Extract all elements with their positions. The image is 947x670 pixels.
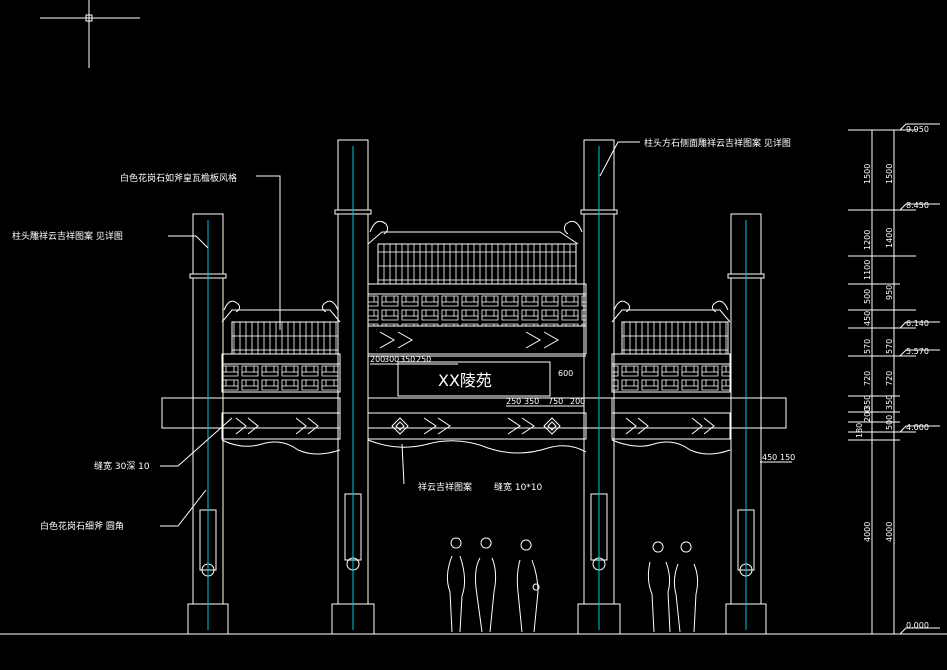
- dim-c1-7: 720: [863, 371, 872, 386]
- auspicious-pattern-note: 祥云吉祥图案: [418, 481, 472, 493]
- right-bay: [611, 300, 787, 455]
- elev-5570: 5.570: [906, 347, 929, 356]
- dim-beam-3: 750: [548, 397, 563, 406]
- dim-c2-3: 950: [885, 285, 894, 300]
- pillar-inner-left: [331, 139, 375, 635]
- elev-9950: 9.950: [906, 125, 929, 134]
- elevation-markers: 9.950 8.450 6.140 5.570 4.000 0.000: [899, 123, 940, 635]
- dim-c2-1: 1500: [885, 164, 894, 184]
- dim-c1-6: 570: [863, 339, 872, 354]
- pillar-top-note: 柱头雕祥云吉祥图案 见详图: [12, 230, 123, 242]
- pillar-outer-right: [725, 213, 767, 635]
- elev-4000: 4.000: [906, 423, 929, 432]
- center-bay: [367, 220, 613, 454]
- dim-plaque-1: 200: [370, 355, 385, 364]
- dim-right-1: 450: [762, 453, 777, 462]
- dim-beam-2: 350: [524, 397, 539, 406]
- dim-c2-7: 500: [885, 415, 894, 430]
- pillar-outer-left: [187, 213, 229, 635]
- elev-6140: 6.140: [906, 319, 929, 328]
- dim-c2-4: 570: [885, 339, 894, 354]
- dim-c1-4: 500: [863, 289, 872, 304]
- elev-8450: 8.450: [906, 201, 929, 210]
- pillar-body-note: 白色花岗石细斧 圆角: [40, 520, 124, 532]
- dim-right-2: 150: [780, 453, 795, 462]
- auspicious-knot-icon: [391, 417, 561, 435]
- dim-c1-1: 1500: [863, 164, 872, 184]
- leader-lines: [160, 141, 640, 527]
- name-plaque: [397, 361, 551, 397]
- pillar-inner-right: [577, 139, 621, 635]
- dim-c1-3: 1100: [863, 260, 872, 280]
- plaque-title: XX陵苑: [438, 371, 492, 390]
- elev-0000: 0.000: [906, 621, 929, 630]
- dim-c2-8: 4000: [885, 522, 894, 542]
- dim-plaque-right: 600: [558, 369, 573, 378]
- dim-c2-5: 720: [885, 371, 894, 386]
- dim-c1-8: 350: [863, 395, 872, 410]
- dim-beam-1: 250: [506, 397, 521, 406]
- dim-c1-2: 1200: [863, 230, 872, 250]
- dim-c2-6: 350: [885, 395, 894, 410]
- dim-c1-10: 180: [855, 423, 864, 438]
- dim-c1-11: 4000: [863, 522, 872, 542]
- dim-c1-9: 200: [863, 407, 872, 422]
- dim-beam-4: 200: [570, 397, 585, 406]
- roof-material-note: 白色花岗石如斧皇瓦檐板风格: [120, 172, 237, 184]
- dim-plaque-2: 300: [384, 355, 399, 364]
- crosshair-cursor-icon: [40, 0, 140, 68]
- groove-left-note: 缝宽 30深 10: [94, 460, 150, 472]
- vertical-dimension-chains: 1500 1200 1100 500 450 570 720 350 200 1…: [848, 129, 916, 635]
- dim-plaque-3: 350: [400, 355, 415, 364]
- dim-plaque-4: 250: [416, 355, 431, 364]
- pillar-head-right-note: 柱头方石侧面雕祥云吉祥图案 见详图: [644, 137, 791, 149]
- plaque-dimensions: 200 300 350 250 600 250 350 750 200 450 …: [370, 355, 795, 463]
- dim-c1-5: 450: [863, 311, 872, 326]
- scale-figures: [446, 537, 699, 633]
- groove-center-note: 缝宽 10*10: [494, 481, 543, 493]
- dim-c2-2: 1400: [885, 228, 894, 248]
- left-bay: [161, 300, 341, 455]
